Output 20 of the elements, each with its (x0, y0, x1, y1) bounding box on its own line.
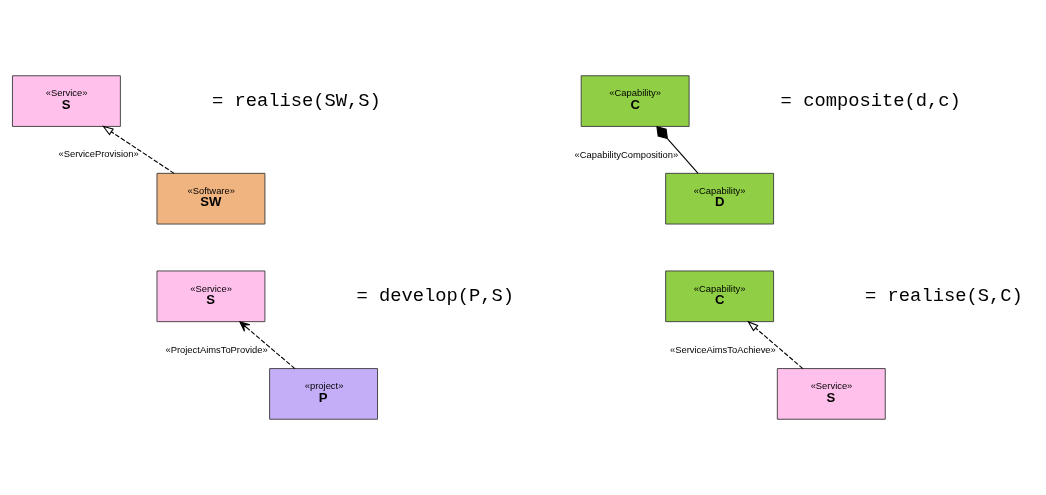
edge-label: «CapabilityComposition» (574, 149, 679, 160)
connector (656, 125, 699, 174)
node-box: «Capability» C (665, 270, 775, 323)
label: = develop(P,S) (356, 284, 515, 307)
arrow (102, 125, 175, 174)
node-box: «Service» S (11, 75, 121, 127)
arrow (747, 320, 804, 370)
label: = realise(S,C) (865, 284, 1023, 307)
label: = composite(d,c) (780, 89, 961, 112)
node-box: «project» P (269, 368, 378, 420)
node-box: «Service» S (776, 368, 886, 420)
node-box: «Service» S (156, 270, 266, 323)
arrow (239, 321, 296, 370)
node-box: «Software» SW (156, 172, 266, 225)
edge-label: «ProjectAimsToProvide» (165, 344, 268, 355)
node-box: «Capability» D (665, 172, 775, 225)
edge-label: «ServiceProvision» (58, 149, 139, 160)
label: = realise(SW,S) (211, 89, 381, 112)
edge-label: «ServiceAimsToAchieve» (670, 344, 776, 355)
node-box: «Capability» C (580, 75, 690, 127)
